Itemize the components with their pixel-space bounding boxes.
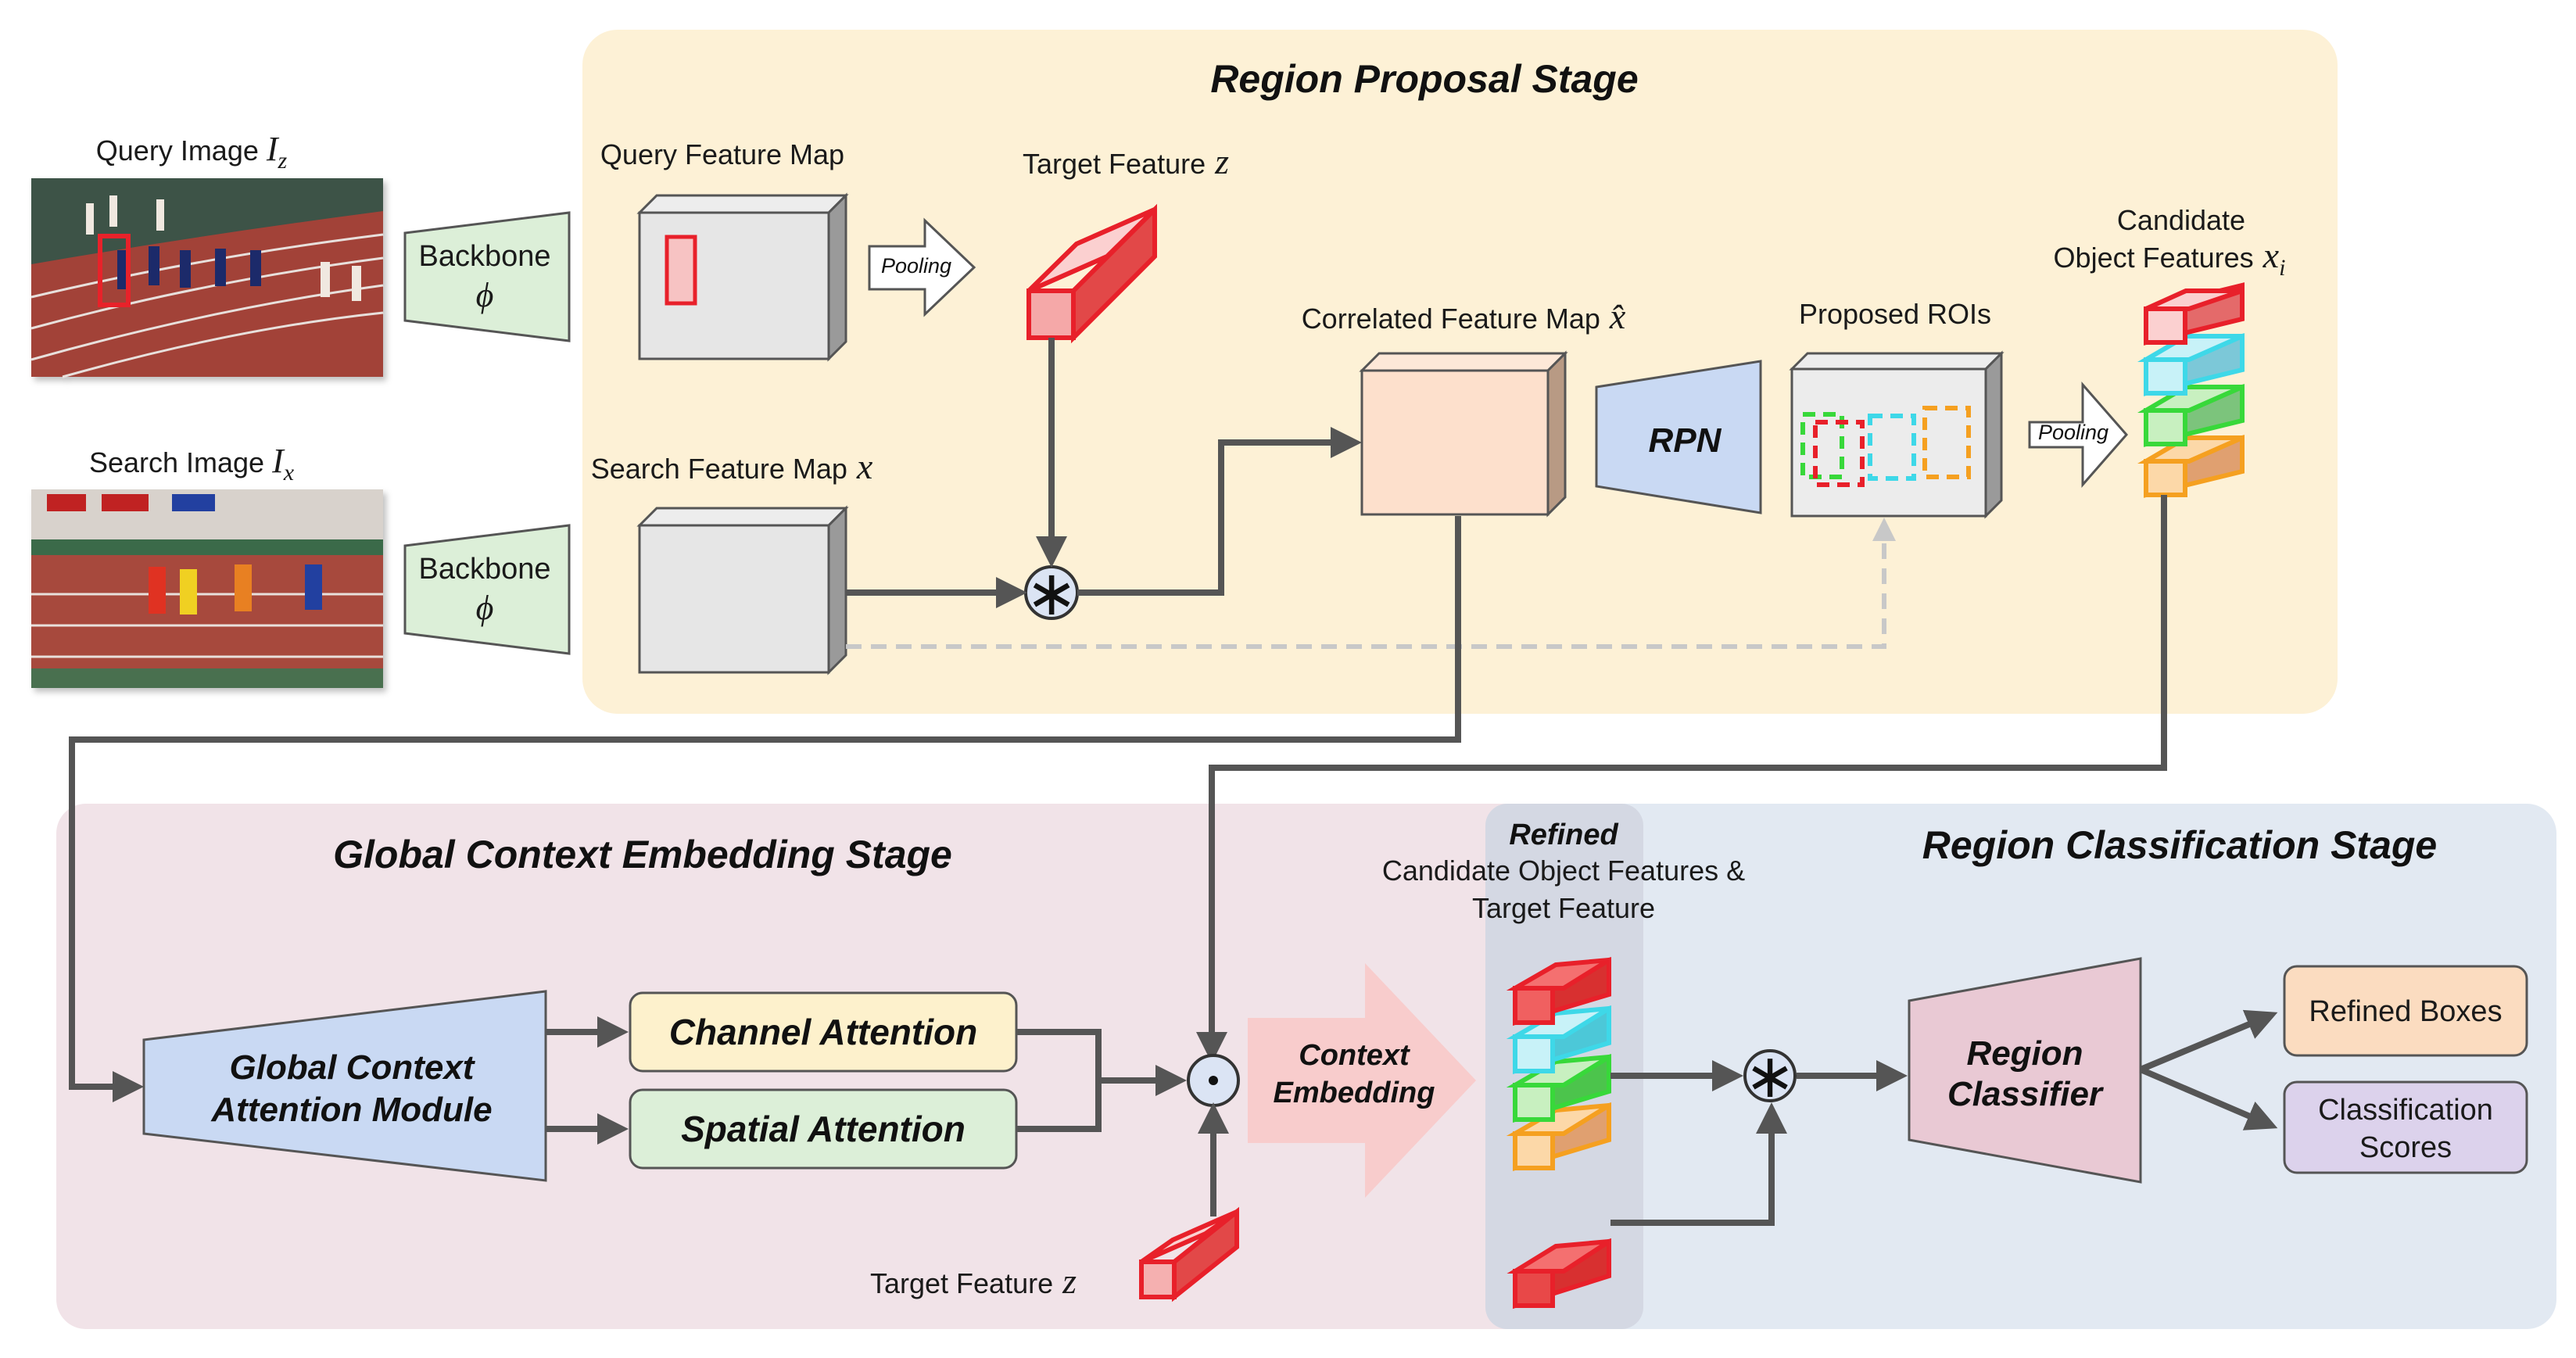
target-feature-bottom: [1139, 1206, 1239, 1302]
svg-text:Classifier: Classifier: [1947, 1075, 2105, 1113]
svg-text:Pooling: Pooling: [2038, 421, 2108, 444]
svg-text:Refined Boxes: Refined Boxes: [2309, 995, 2502, 1028]
search-backbone: Backbone ϕ: [403, 524, 571, 655]
pooling-arrow-rois: Pooling: [2028, 382, 2128, 488]
svg-text:Attention Module: Attention Module: [210, 1091, 492, 1129]
context-embedding-arrow: Context Embedding: [1248, 963, 1476, 1198]
arrow-classifier-to-boxes: [2139, 1009, 2278, 1073]
search-image: [31, 489, 383, 688]
svg-text:Embedding: Embedding: [1274, 1077, 1435, 1109]
correlated-feature-map: [1359, 350, 1568, 518]
correlation-op-2: ∗: [1743, 1041, 1797, 1112]
dot-op: [1187, 1054, 1240, 1107]
region-proposal-stage-title: Region Proposal Stage: [1210, 57, 1638, 101]
dashed-search-to-rois: [846, 518, 1896, 649]
svg-text:Global Context: Global Context: [230, 1048, 476, 1087]
svg-text:RPN: RPN: [1649, 421, 1722, 460]
refined-line3: Target Feature: [1472, 892, 1655, 924]
rpn-block: RPN: [1595, 360, 1762, 514]
pooling-arrow-query: Pooling: [868, 217, 976, 317]
refined-boxes-output: Refined Boxes: [2283, 965, 2528, 1057]
svg-text:Channel Attention: Channel Attention: [669, 1012, 977, 1052]
arrow-target-to-corr2: [1610, 1102, 1787, 1226]
refined-candidate-features: [1506, 956, 1611, 1172]
proposed-rois-label: Proposed ROIs: [1799, 298, 1991, 330]
refined-target-feature: [1507, 1238, 1611, 1310]
svg-text:ϕ: ϕ: [476, 589, 494, 627]
arrow-classifier-to-scores: [2139, 1066, 2278, 1130]
svg-text:Classification: Classification: [2318, 1094, 2493, 1127]
gcam-block: Global Context Attention Module: [142, 990, 547, 1182]
arrow-query-to-gcam: [69, 516, 1461, 1102]
candidate-label-line1: Candidate: [2117, 204, 2245, 236]
query-image: [30, 178, 384, 378]
refined-feature-red: [1506, 956, 1611, 1027]
refined-line2: Candidate Object Features &: [1382, 855, 1745, 887]
classification-scores-output: Classification Scores: [2283, 1080, 2528, 1174]
svg-text:Backbone: Backbone: [418, 240, 550, 273]
arrow-candidates-to-dot: [1196, 495, 2167, 1063]
svg-text:∗: ∗: [1025, 557, 1077, 629]
svg-text:Scores: Scores: [2359, 1131, 2452, 1164]
search-feature-map: [636, 505, 849, 675]
svg-text:ϕ: ϕ: [476, 276, 494, 314]
refined-feature-cyan: [1506, 1005, 1611, 1075]
refined-feature-orange: [1506, 1102, 1611, 1172]
proposed-rois-map: [1789, 350, 2005, 519]
global-context-stage-title: Global Context Embedding Stage: [333, 833, 952, 876]
svg-text:Pooling: Pooling: [881, 254, 951, 278]
spatial-attention-box: Spatial Attention: [629, 1088, 1018, 1170]
region-classification-stage-title: Region Classification Stage: [1922, 823, 2437, 867]
svg-text:∗: ∗: [1744, 1041, 1795, 1112]
svg-text:Spatial Attention: Spatial Attention: [681, 1109, 966, 1149]
query-feature-map-label: Query Feature Map: [600, 138, 844, 170]
candidate-feature-red: [2144, 282, 2245, 346]
svg-text:Backbone: Backbone: [418, 553, 550, 586]
refined-title: Refined: [1509, 819, 1618, 851]
target-feature-top: [1026, 203, 1157, 344]
svg-text:Context: Context: [1299, 1039, 1410, 1072]
region-classifier-block: Region Classifier: [1908, 957, 2142, 1184]
arrow-corr-to-correlated: [1077, 427, 1362, 596]
candidate-object-features: [2137, 282, 2245, 498]
query-backbone: Backbone ϕ: [403, 211, 571, 342]
candidate-feature-orange: [2137, 435, 2245, 498]
query-feature-map: [636, 192, 849, 362]
svg-text:Region: Region: [1966, 1034, 2083, 1073]
correlation-op-1: ∗: [1024, 557, 1079, 629]
channel-attention-box: Channel Attention: [629, 991, 1018, 1073]
